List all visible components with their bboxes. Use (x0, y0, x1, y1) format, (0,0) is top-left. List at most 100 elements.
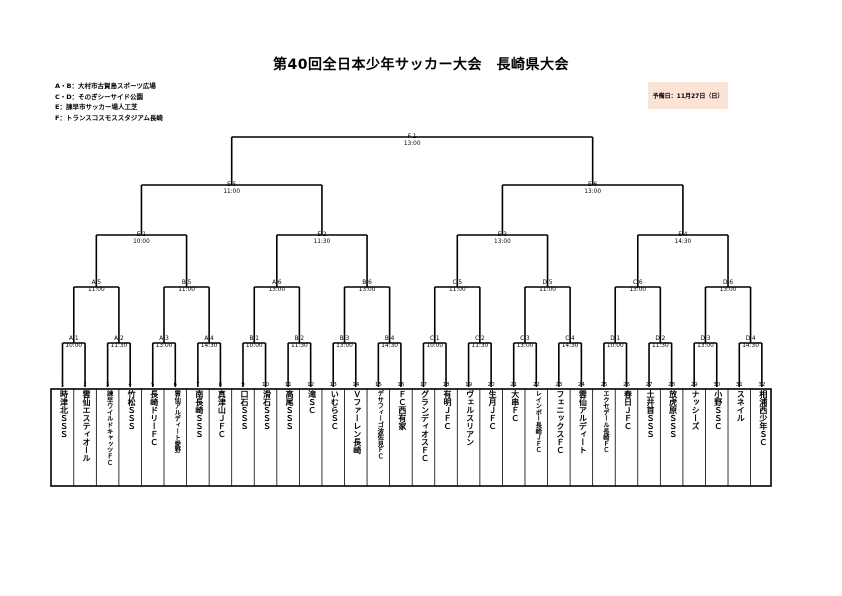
team-name: 南長崎ＳＳＳ (194, 390, 204, 438)
match-code: A 4 (204, 336, 214, 342)
team-table-border (50, 388, 772, 487)
team-name: 口石ＳＳＳ (239, 390, 249, 430)
team-name: フェニックスＦＣ (555, 390, 565, 454)
team-number: 25 (600, 382, 608, 388)
team-number: 31 (735, 382, 743, 388)
team-number: 14 (352, 382, 360, 388)
match-time: 10:00 (65, 343, 83, 349)
team-name: 長崎ドリーＦＣ (149, 390, 159, 446)
match-time: 14:30 (742, 343, 759, 349)
match-code: D 2 (655, 336, 666, 342)
match-code: B 5 (181, 280, 192, 286)
team-number: 11 (284, 382, 292, 388)
match-code: C 5 (452, 280, 463, 286)
match-code: A 6 (272, 280, 282, 286)
team-number: 22 (532, 382, 540, 388)
match-code: C 3 (520, 336, 530, 342)
team-name: エクセデール長崎ＦＣ (601, 390, 609, 453)
match-time: 11:30 (313, 239, 331, 245)
team-number: 2 (83, 382, 87, 388)
team-name: 竹松ＳＳＳ (127, 390, 137, 430)
team-name: デサフィーゴ波佐見ＦＣ (376, 390, 384, 460)
team-number: 27 (645, 382, 653, 388)
team-name: 雲仙エスティオール (82, 390, 92, 462)
match-code: A 3 (159, 336, 169, 342)
match-time: 13:00 (719, 287, 737, 293)
team-name: 放虎原ＳＳＳ (668, 390, 678, 438)
match-time: 11:00 (448, 287, 466, 293)
team-name: 土井首ＳＳＳ (646, 390, 656, 438)
page-title: 第40回全日本少年サッカー大会 長崎県大会 (273, 57, 569, 73)
team-name: 雲仙アルディート (578, 390, 588, 454)
match-code: D 4 (745, 336, 756, 342)
team-number: 26 (623, 382, 630, 388)
team-number: 5 (150, 382, 155, 388)
match-code: E 4 (678, 232, 688, 238)
team-name: 滝ＳＣ (307, 390, 317, 414)
match-time: 14:30 (381, 343, 398, 349)
team-name: 小野ＳＳＣ (713, 390, 723, 430)
match-code: E 3 (497, 232, 507, 238)
team-name: 有明ＪＦＣ (443, 390, 453, 430)
team-name: ＦＣ西有家 (397, 390, 407, 430)
team-number: 17 (419, 382, 427, 388)
match-code: E 5 (227, 182, 237, 188)
team-number: 29 (690, 382, 698, 388)
team-number: 4 (128, 382, 132, 388)
match-time: 11:00 (223, 189, 241, 195)
team-name: ヴェルスリアン (465, 390, 475, 446)
venue-ab: A・B：大村市古賀島スポーツ広場 (55, 82, 156, 90)
match-time: 13:00 (516, 343, 534, 349)
match-code: B 3 (339, 336, 350, 342)
team-name: 雲仙アルディート愛野 (173, 390, 181, 453)
team-number: 20 (487, 382, 495, 388)
match-time: 10:00 (133, 239, 150, 245)
team-number: 28 (668, 382, 676, 388)
match-time: 13:00 (155, 343, 173, 349)
team-number: 9 (241, 382, 245, 388)
team-number: 13 (329, 382, 337, 388)
match-time: 13:00 (697, 343, 714, 349)
match-time: 10:00 (245, 343, 263, 349)
team-number: 18 (442, 382, 450, 388)
match-time: 11:30 (110, 343, 128, 349)
match-code: E 1 (136, 232, 147, 238)
team-name: グランディオスＦＣ (420, 390, 430, 462)
reserve-date-box: 予備日：11月27日（日） (648, 82, 728, 109)
team-name: 相浦西少年ＳＣ (758, 390, 768, 446)
team-number: 23 (555, 382, 563, 388)
match-code: C 6 (632, 280, 643, 286)
match-code: D 3 (700, 336, 711, 342)
match-time: 10:00 (606, 343, 624, 349)
team-number: 30 (713, 382, 721, 388)
match-code: D 6 (723, 280, 734, 286)
match-time: 13:00 (336, 343, 353, 349)
team-name: レインボー長崎ＪＦＣ (534, 390, 542, 453)
match-code: A 5 (91, 280, 102, 286)
team-name: 高尾ＳＳＳ (285, 390, 295, 430)
match-time: 14:30 (674, 239, 692, 245)
team-name: 諫早ワイルドキャッツＦＣ (105, 390, 113, 466)
team-number: 8 (218, 382, 223, 388)
match-code: B 2 (294, 336, 305, 342)
venue-e: E：諫早市サッカー場人工芝 (55, 103, 138, 111)
team-number: 6 (173, 382, 178, 388)
match-time: 14:30 (561, 343, 579, 349)
